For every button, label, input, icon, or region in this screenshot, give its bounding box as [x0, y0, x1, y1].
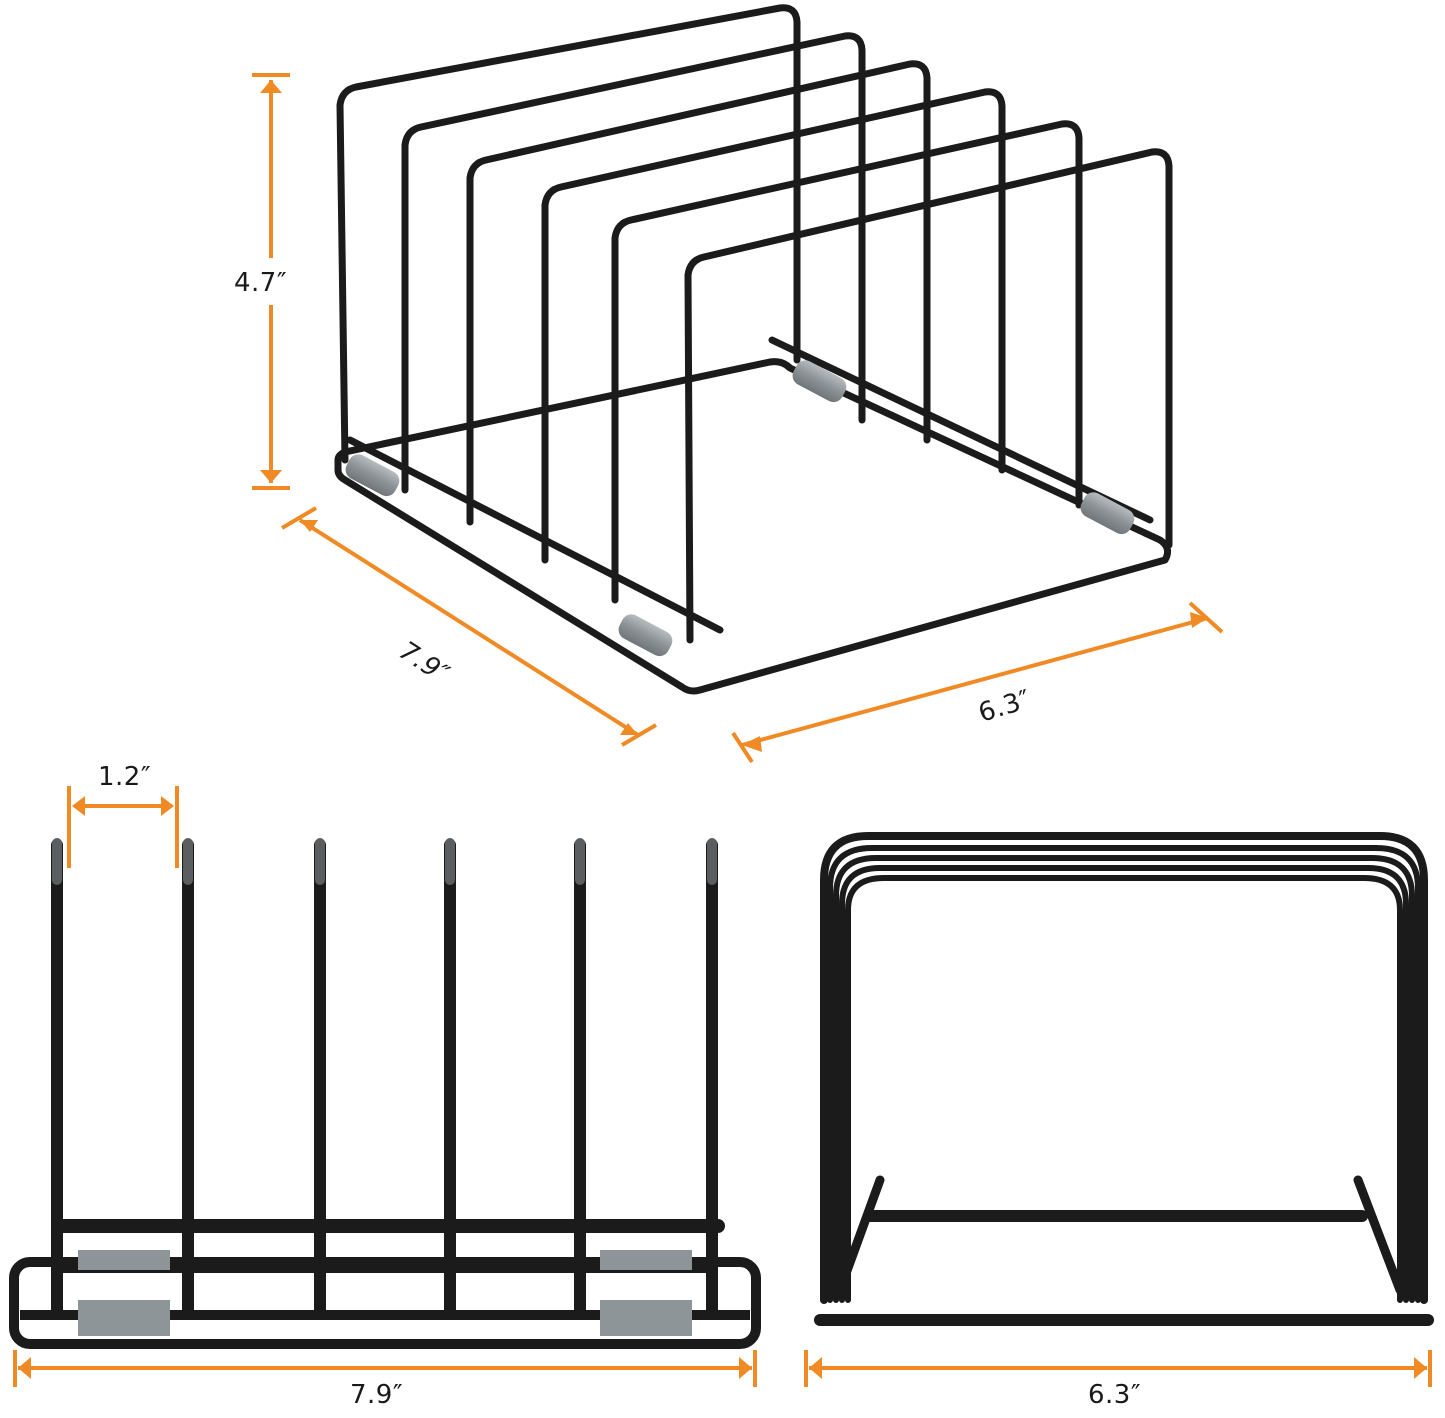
rack-side-view	[9, 838, 761, 1349]
front-width-label: 6.3″	[1088, 1380, 1142, 1410]
rack-perspective	[334, 4, 1173, 695]
width-dimension-marker	[731, 601, 1224, 764]
front-width-dimension-marker	[804, 1350, 1432, 1387]
rack-front-view	[814, 832, 1434, 1326]
height-label: 4.7″	[234, 268, 288, 298]
slot-spacing-label: 1.2″	[98, 762, 152, 792]
side-length-dimension-marker	[13, 1350, 757, 1387]
side-length-label: 7.9″	[350, 1380, 404, 1410]
depth-dimension-marker	[280, 506, 658, 747]
height-dimension-marker	[252, 73, 290, 490]
slot-spacing-dimension-marker	[67, 786, 179, 868]
rubber-feet	[345, 360, 1135, 657]
